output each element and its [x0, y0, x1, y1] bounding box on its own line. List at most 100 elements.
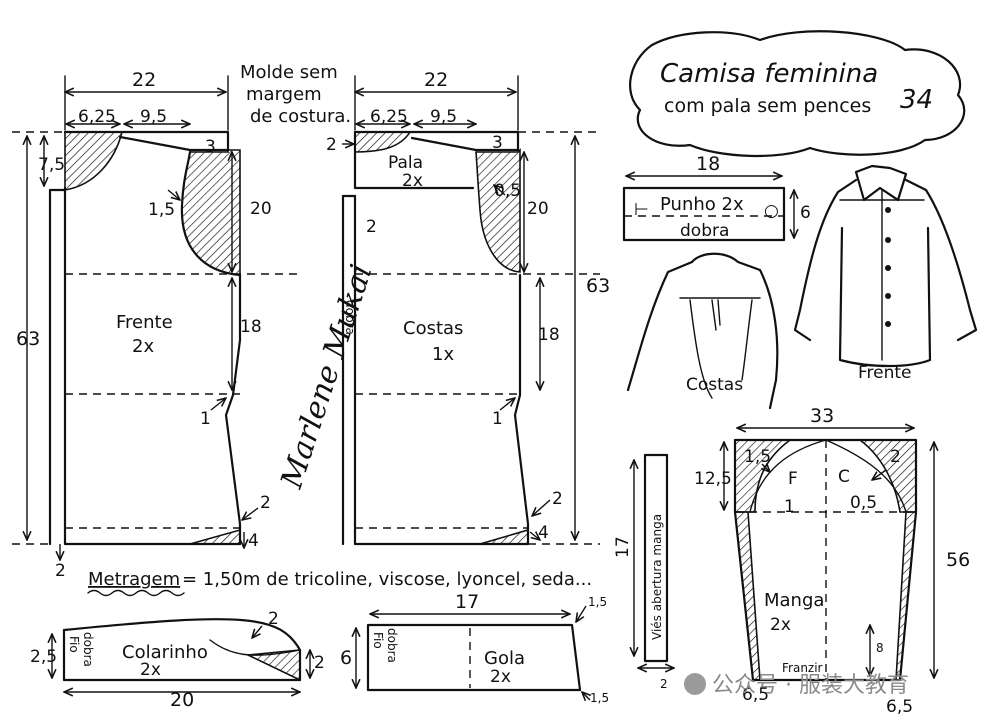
seam-note-line-3: de costura.	[250, 106, 351, 127]
signature: Marlene Mukai	[274, 260, 379, 493]
sleeve-gather: Franzir	[782, 661, 823, 675]
fabric-label: Metragem	[88, 569, 180, 590]
front-sketch-button-2	[885, 237, 891, 243]
back-armhole-curve: 0,5	[494, 181, 521, 201]
front-bottom-ext: 2	[55, 561, 66, 581]
cuff-width: 18	[696, 153, 720, 175]
title-cloud: Camisa feminina com pala sem pences 34	[629, 30, 966, 158]
fabric-note: Metragem = 1,50m de tricoline, viscose, …	[87, 569, 592, 597]
sleeve-piece: 33 12,5 56 F C 1,5 2 1 0,5 Manga 2x Fran…	[694, 405, 970, 717]
sleeve-length: 56	[946, 549, 970, 571]
front-sketch-button-5	[885, 321, 891, 327]
front-hem-out: 2	[260, 493, 271, 513]
collar-band-count: 2x	[140, 660, 161, 680]
cuff-height: 6	[800, 203, 811, 223]
back-shoulder: 9,5	[430, 107, 457, 127]
back-fold: dobra	[343, 300, 357, 335]
collar-bottom-mark: 1,5	[590, 691, 609, 705]
wechat-icon	[684, 673, 706, 695]
back-sketch: Costas	[626, 252, 779, 410]
sleeve-slit: 8	[876, 641, 884, 655]
collar-name: Gola	[484, 648, 525, 669]
front-sketch: Frente	[793, 164, 978, 383]
back-side-length: 18	[538, 325, 560, 345]
back-neck-width: 6,25	[370, 107, 408, 127]
front-hem-up: 4	[248, 531, 259, 551]
bias-length: 17	[613, 536, 633, 558]
cuff-button-icon: ○	[764, 201, 779, 221]
fabric-text: = 1,50m de tricoline, viscose, lyoncel, …	[182, 569, 592, 590]
front-name: Frente	[116, 312, 173, 333]
collar-band-tip: 2	[268, 609, 279, 629]
collar-band-left-height: 2,5	[30, 647, 57, 667]
back-left-mark: 2	[366, 217, 377, 237]
collar-band-right-height: 2	[314, 653, 325, 673]
cuff-piece: 18 6 ⊢ Punho 2x dobra ○	[622, 153, 811, 242]
sketch-front-label: Frente	[858, 363, 912, 383]
watermark-text: 公众号 · 服装大教育	[712, 673, 909, 698]
sleeve-front-mark: F	[788, 469, 798, 489]
sleeve-hem-right: 6,5	[886, 697, 913, 717]
front-side-length: 18	[240, 317, 262, 337]
collar-piece: Fio dobra Gola 2x 17 6 1,5 1,5	[340, 591, 609, 705]
seam-note-line-1: Molde sem	[240, 62, 338, 83]
back-shoulder-drop: 3	[492, 133, 503, 153]
back-total-length: 63	[586, 275, 610, 297]
front-sketch-button-4	[885, 293, 891, 299]
sketch-back-label: Costas	[686, 375, 743, 395]
cuff-buttonhole-icon: ⊢	[634, 200, 649, 220]
title-size: 34	[900, 85, 933, 115]
back-width-22: 22	[424, 69, 448, 91]
back-pattern-piece: Costas 1x dobra 22 6,25 9,5 2 3 20 0,5 1…	[326, 69, 610, 546]
cuff-fold: dobra	[680, 221, 729, 241]
cuff-name: Punho 2x	[660, 194, 744, 215]
sleeve-cap-left-low: 1	[784, 497, 795, 517]
front-pattern-piece: Frente 2x 22 6,25 9,5 7,5 3 20 1,5 18 63…	[12, 69, 300, 581]
collar-band-width: 20	[170, 689, 194, 711]
title-line-1: Camisa feminina	[660, 59, 878, 89]
front-total-length: 63	[16, 328, 40, 350]
front-shoulder-drop: 3	[205, 137, 216, 157]
bias-width: 2	[660, 677, 668, 691]
front-shoulder: 9,5	[140, 107, 167, 127]
yoke-name: Pala	[388, 153, 423, 173]
seam-note-line-2: margem	[246, 84, 322, 105]
front-neck-drop: 7,5	[38, 155, 65, 175]
sleeve-count: 2x	[770, 615, 791, 635]
back-armhole-depth: 20	[527, 199, 549, 219]
collar-band-piece: Fio dobra Colarinho 2x 20 2,5 2 2	[30, 609, 325, 711]
back-name: Costas	[403, 318, 463, 339]
back-waist-in: 1	[492, 409, 503, 429]
bias-strip: Viés abertura manga 17 2	[613, 453, 674, 691]
collar-fold-2: dobra	[385, 628, 399, 663]
back-hem-out: 2	[552, 489, 563, 509]
sleeve-cap-left: 1,5	[744, 447, 771, 467]
front-armhole-depth: 20	[250, 199, 272, 219]
title-line-2: com pala sem pences	[664, 95, 871, 117]
back-neck-drop: 2	[326, 135, 337, 155]
collar-band-fold-1: Fio	[67, 636, 81, 653]
collar-top-mark: 1,5	[588, 595, 607, 609]
collar-count: 2x	[490, 667, 511, 687]
sleeve-cap-right-low: 0,5	[850, 493, 877, 513]
front-width-22: 22	[132, 69, 156, 91]
sleeve-cap-height: 12,5	[694, 469, 732, 489]
front-armhole-curve: 1,5	[148, 200, 175, 220]
sleeve-name: Manga	[764, 590, 824, 611]
collar-width: 17	[455, 591, 479, 613]
seam-note: Molde sem margem de costura.	[240, 62, 351, 127]
sleeve-back-mark: C	[838, 467, 850, 487]
back-count: 1x	[432, 344, 454, 365]
collar-band-fold-2: dobra	[81, 632, 95, 667]
front-neck-width: 6,25	[78, 107, 116, 127]
collar-fold-1: Fio	[371, 632, 385, 649]
sleeve-width: 33	[810, 405, 834, 427]
collar-band-name: Colarinho	[122, 642, 208, 663]
yoke-count: 2x	[402, 171, 423, 191]
front-sketch-button-1	[885, 207, 891, 213]
front-waist-in: 1	[200, 409, 211, 429]
sleeve-cap-right: 2	[890, 447, 901, 467]
watermark: 公众号 · 服装大教育	[684, 673, 909, 698]
collar-height: 6	[340, 647, 352, 669]
